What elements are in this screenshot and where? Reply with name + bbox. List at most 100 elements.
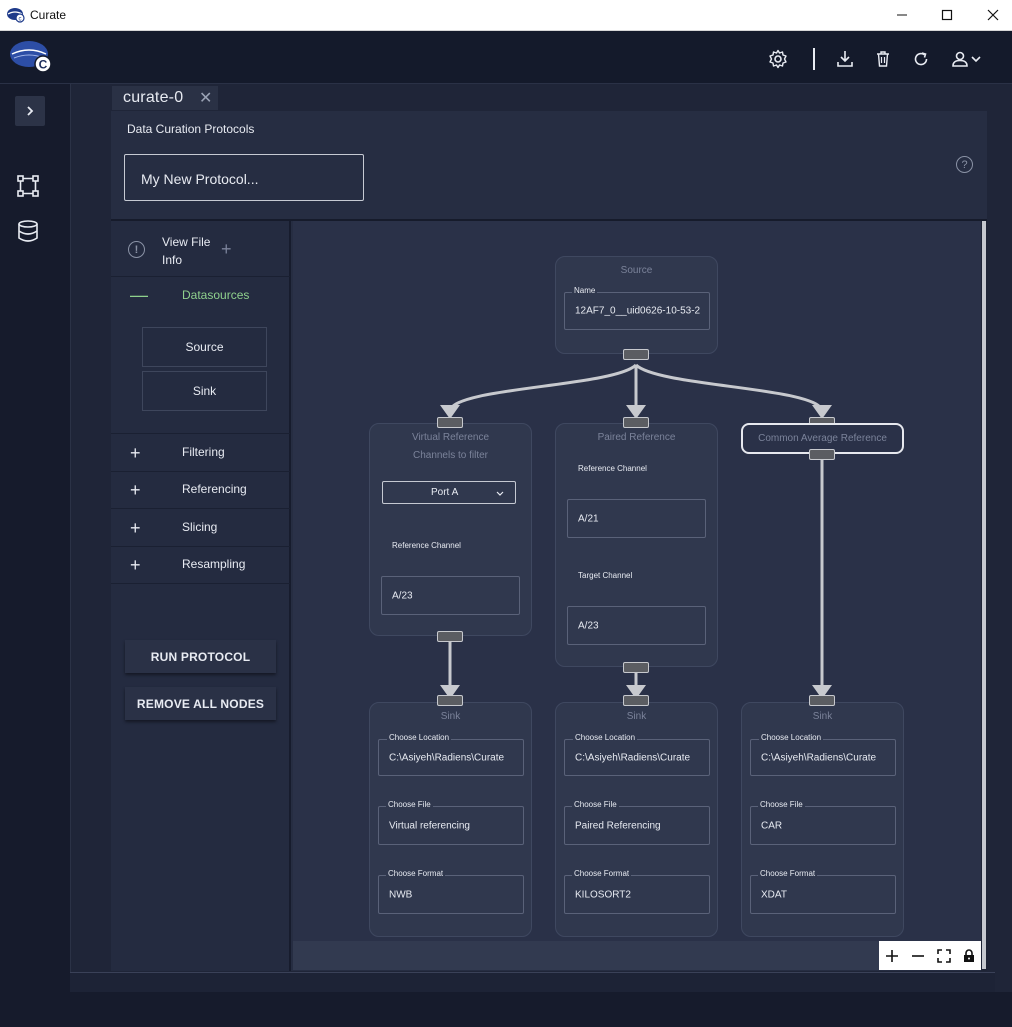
sink-format-field[interactable]: NWB <box>378 875 524 914</box>
filtering-expand-icon[interactable]: + <box>130 443 141 463</box>
zoom-in-button[interactable] <box>879 941 904 970</box>
sink-format-value: XDAT <box>761 889 787 900</box>
sink-input-handle[interactable] <box>809 695 835 706</box>
sidebar-divider <box>111 546 290 547</box>
source-output-handle[interactable] <box>623 349 649 360</box>
protocol-name-field[interactable]: My New Protocol... <box>124 154 364 201</box>
paired-reference-output-handle[interactable] <box>623 662 649 673</box>
svg-text:c: c <box>19 16 22 22</box>
sink-format-field[interactable]: KILOSORT2 <box>564 875 710 914</box>
remove-all-nodes-button[interactable]: REMOVE ALL NODES <box>125 687 276 720</box>
referencing-expand-icon[interactable]: + <box>130 480 141 500</box>
edge-source-car <box>634 363 824 412</box>
resampling-expand-icon[interactable]: + <box>130 555 141 575</box>
paired-ref-channel-field[interactable]: A/21 <box>567 499 706 538</box>
datasources-collapse-icon[interactable]: — <box>130 285 148 305</box>
tab-curate-0[interactable]: curate-0 ✕ <box>112 86 218 110</box>
view-file-info-label[interactable]: View File Info <box>162 233 210 269</box>
user-menu-button[interactable] <box>946 48 986 70</box>
sink-file-field[interactable]: Virtual referencing <box>378 806 524 845</box>
sink-location-value: C:\Asiyeh\Radiens\Curate <box>761 752 877 763</box>
help-icon[interactable]: ? <box>956 156 973 173</box>
view-file-info-add-icon[interactable]: + <box>221 239 232 259</box>
left-rail <box>0 84 70 1027</box>
curate-logo-icon: C <box>10 41 52 73</box>
sink-file-label: Choose File <box>758 800 805 809</box>
virtual-reference-node[interactable] <box>369 423 532 636</box>
panel-divider <box>111 219 987 221</box>
sink-location-value: C:\Asiyeh\Radiens\Curate <box>389 752 505 763</box>
close-window-button[interactable] <box>981 4 1005 26</box>
source-node[interactable] <box>555 256 718 354</box>
expand-rail-button[interactable] <box>15 96 45 126</box>
paired-target-channel-field[interactable]: A/23 <box>567 606 706 645</box>
zoom-out-button[interactable] <box>905 941 930 970</box>
sink-input-handle[interactable] <box>437 695 463 706</box>
sink-format-label: Choose Format <box>572 869 632 878</box>
delete-button[interactable] <box>872 48 894 70</box>
slicing-expand-icon[interactable]: + <box>130 518 141 538</box>
paired-reference-input-handle[interactable] <box>623 417 649 428</box>
zoom-out-icon <box>911 954 924 957</box>
app-logo-icon: c <box>7 8 25 23</box>
palette-node-sink[interactable]: Sink <box>142 371 267 411</box>
lock-button[interactable] <box>956 941 981 970</box>
virtual-reference-output-handle[interactable] <box>437 631 463 642</box>
zoom-controls <box>879 941 981 970</box>
palette-node-source[interactable]: Source <box>142 327 267 367</box>
source-name-field[interactable]: 12AF7_0__uid0626-10-53-2 <box>564 292 710 330</box>
minimize-button[interactable] <box>890 4 914 26</box>
sidebar-item-referencing[interactable]: Referencing <box>182 482 247 496</box>
chevron-down-icon <box>971 56 981 63</box>
canvas-footer <box>293 941 981 970</box>
arrowhead <box>440 405 460 419</box>
settings-button[interactable] <box>767 48 789 70</box>
sink-location-field[interactable]: C:\Asiyeh\Radiens\Curate <box>564 739 710 776</box>
graph-nodes-icon[interactable] <box>16 174 40 198</box>
sink-file-field[interactable]: Paired Referencing <box>564 806 710 845</box>
virtual-reference-input-handle[interactable] <box>437 417 463 428</box>
virtual-ref-channel-field[interactable]: A/23 <box>381 576 520 615</box>
arrowhead <box>812 405 832 419</box>
paired-ref-channel-value: A/21 <box>578 513 599 524</box>
refresh-icon <box>914 52 928 66</box>
arrowhead <box>626 685 646 699</box>
user-icon <box>952 51 968 67</box>
protocol-name-value: My New Protocol... <box>141 171 259 187</box>
sink-location-field[interactable]: C:\Asiyeh\Radiens\Curate <box>750 739 896 776</box>
sidebar-item-slicing[interactable]: Slicing <box>182 520 218 534</box>
sink-file-label: Choose File <box>386 800 433 809</box>
sidebar-item-filtering[interactable]: Filtering <box>182 445 225 459</box>
fit-view-button[interactable] <box>931 941 956 970</box>
refresh-button[interactable] <box>910 48 932 70</box>
lock-icon <box>963 948 974 962</box>
edge-source-virtual <box>448 363 638 412</box>
arrowhead <box>812 685 832 699</box>
status-bar <box>70 972 995 992</box>
port-select-value: Port A <box>431 487 459 498</box>
maximize-button[interactable] <box>935 4 959 26</box>
sidebar-item-resampling[interactable]: Resampling <box>182 557 246 571</box>
database-icon[interactable] <box>16 219 40 243</box>
paired-reference-node[interactable] <box>555 423 718 667</box>
trash-icon <box>877 51 889 67</box>
sink-location-field[interactable]: C:\Asiyeh\Radiens\Curate <box>378 739 524 776</box>
canvas-scrollbar[interactable] <box>981 221 987 971</box>
gear-icon <box>769 49 787 69</box>
paired-ref-channel-label: Reference Channel <box>578 464 647 473</box>
car-output-handle[interactable] <box>809 449 835 460</box>
download-button[interactable] <box>834 48 856 70</box>
datasources-label[interactable]: Datasources <box>182 288 250 302</box>
info-icon: ! <box>128 241 145 258</box>
virtual-ref-channel-label: Reference Channel <box>392 541 461 550</box>
app-header: C <box>0 31 1012 84</box>
paired-reference-title: Paired Reference <box>597 432 676 443</box>
sink-format-field[interactable]: XDAT <box>750 875 896 914</box>
port-select[interactable]: Port A <box>382 481 516 504</box>
sink-location-label: Choose Location <box>759 733 824 742</box>
run-protocol-button[interactable]: RUN PROTOCOL <box>125 640 276 673</box>
tab-close-icon[interactable]: ✕ <box>199 90 213 107</box>
sink-input-handle[interactable] <box>623 695 649 706</box>
scrollbar-thumb[interactable] <box>982 221 986 969</box>
sink-file-field[interactable]: CAR <box>750 806 896 845</box>
